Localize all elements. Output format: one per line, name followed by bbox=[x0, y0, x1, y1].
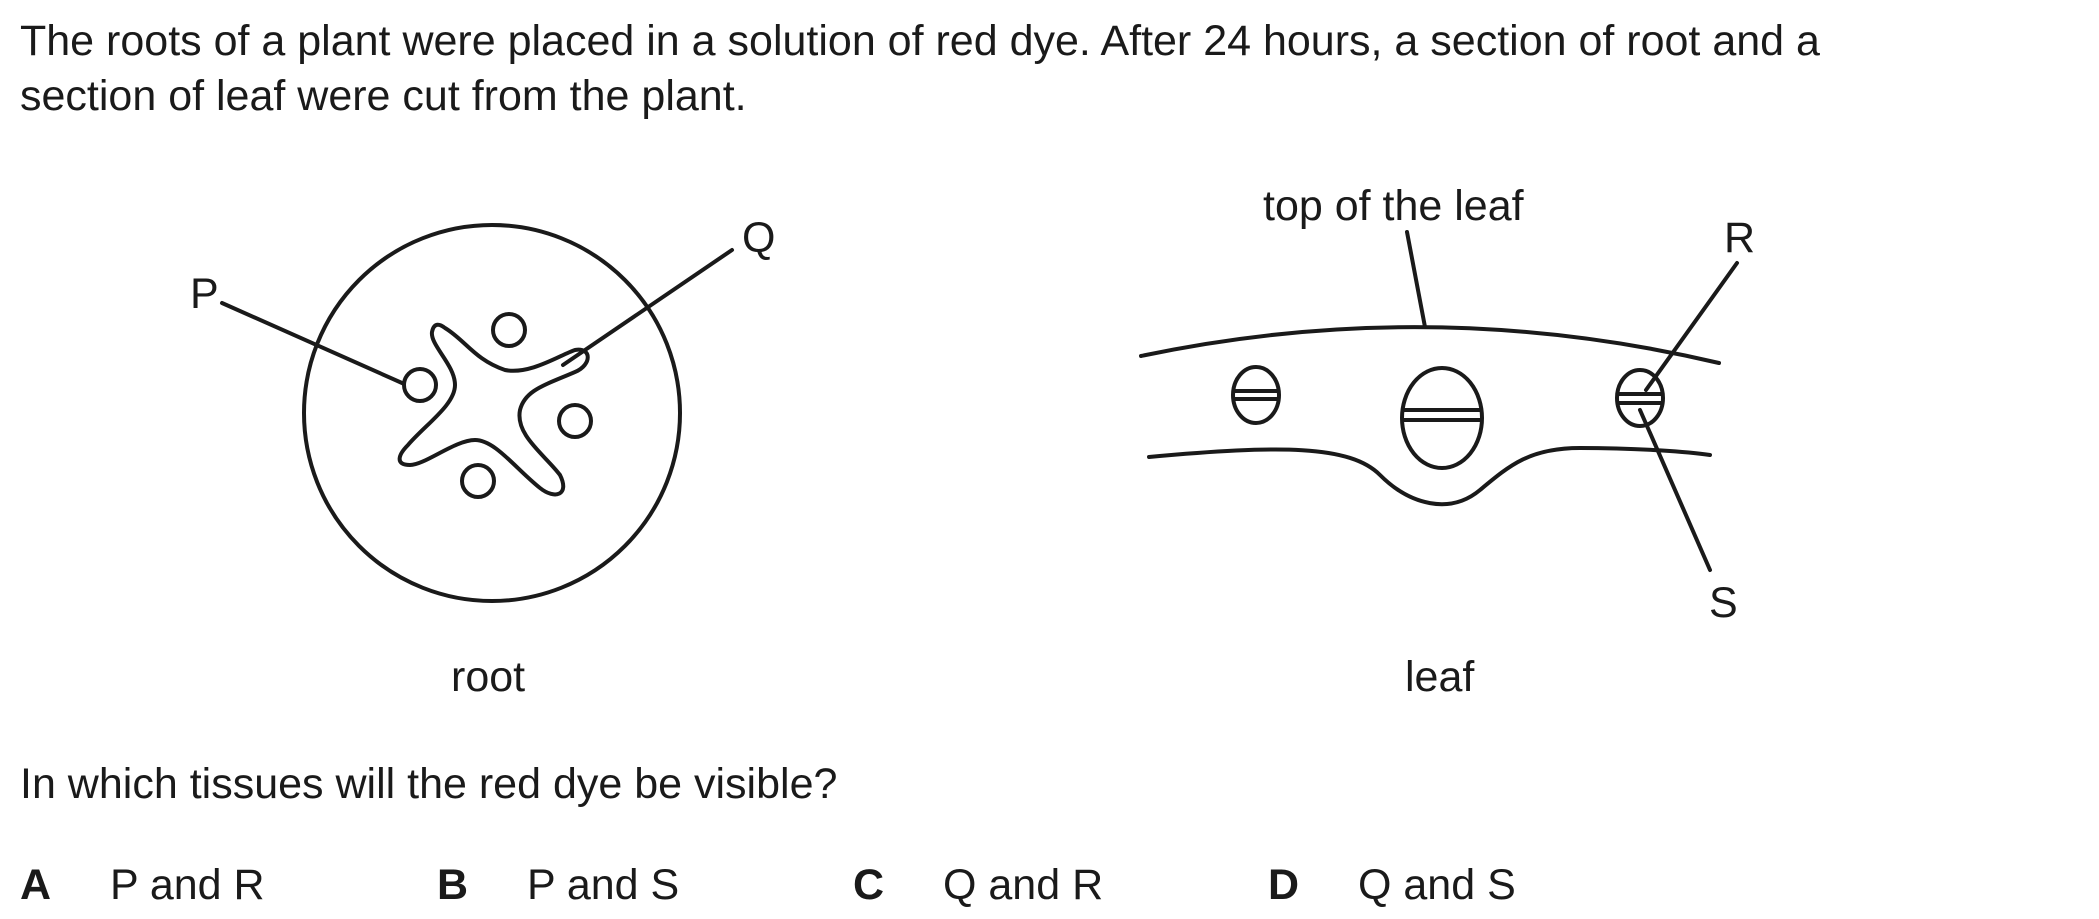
option-b-letter: B bbox=[437, 861, 469, 909]
leaf-bundle-right bbox=[1615, 368, 1665, 428]
root-xylem-star bbox=[397, 322, 590, 497]
label-line-s bbox=[1638, 408, 1712, 572]
option-c[interactable]: C Q and R bbox=[853, 858, 1173, 913]
leaf-diagram bbox=[1139, 230, 1739, 572]
label-line-r bbox=[1644, 261, 1739, 392]
stem-line-2: section of leaf were cut from the plant. bbox=[20, 72, 747, 120]
label-top-of-the-leaf: top of the leaf bbox=[1263, 182, 1525, 230]
label-r: R bbox=[1724, 214, 1755, 262]
option-a-letter: A bbox=[20, 861, 52, 909]
option-d[interactable]: D Q and S bbox=[1268, 858, 1588, 913]
leaf-lower-surface bbox=[1147, 446, 1712, 507]
root-phloem-right bbox=[557, 403, 593, 439]
label-line-q bbox=[561, 248, 734, 367]
question-stem: The roots of a plant were placed in a so… bbox=[20, 14, 2080, 124]
leaf-bundle-middle bbox=[1400, 366, 1484, 470]
leaf-caption: leaf bbox=[1405, 653, 1475, 701]
option-a[interactable]: A P and R bbox=[20, 858, 340, 913]
label-line-top-of-leaf bbox=[1405, 230, 1427, 329]
root-outer-circle bbox=[302, 223, 682, 603]
option-a-text: P and R bbox=[110, 861, 265, 909]
label-q: Q bbox=[742, 214, 775, 262]
label-p: P bbox=[190, 270, 219, 318]
option-c-text: Q and R bbox=[943, 861, 1104, 909]
root-caption: root bbox=[451, 653, 525, 701]
root-diagram bbox=[220, 223, 734, 603]
root-phloem-left bbox=[402, 367, 438, 403]
label-s: S bbox=[1709, 579, 1738, 627]
leaf-upper-surface bbox=[1139, 325, 1721, 365]
label-line-p bbox=[220, 301, 404, 385]
option-b-text: P and S bbox=[527, 861, 680, 909]
root-phloem-top bbox=[491, 312, 527, 348]
stem-line-1: The roots of a plant were placed in a so… bbox=[20, 17, 1820, 65]
option-c-letter: C bbox=[853, 861, 885, 909]
leaf-bundle-left bbox=[1231, 365, 1281, 425]
question-prompt: In which tissues will the red dye be vis… bbox=[20, 760, 838, 808]
answer-options: A P and R B P and S C Q and R D Q and S bbox=[0, 858, 2099, 913]
option-b[interactable]: B P and S bbox=[437, 858, 757, 913]
root-phloem-bottom bbox=[460, 463, 496, 499]
option-d-text: Q and S bbox=[1358, 861, 1516, 909]
option-d-letter: D bbox=[1268, 861, 1300, 909]
